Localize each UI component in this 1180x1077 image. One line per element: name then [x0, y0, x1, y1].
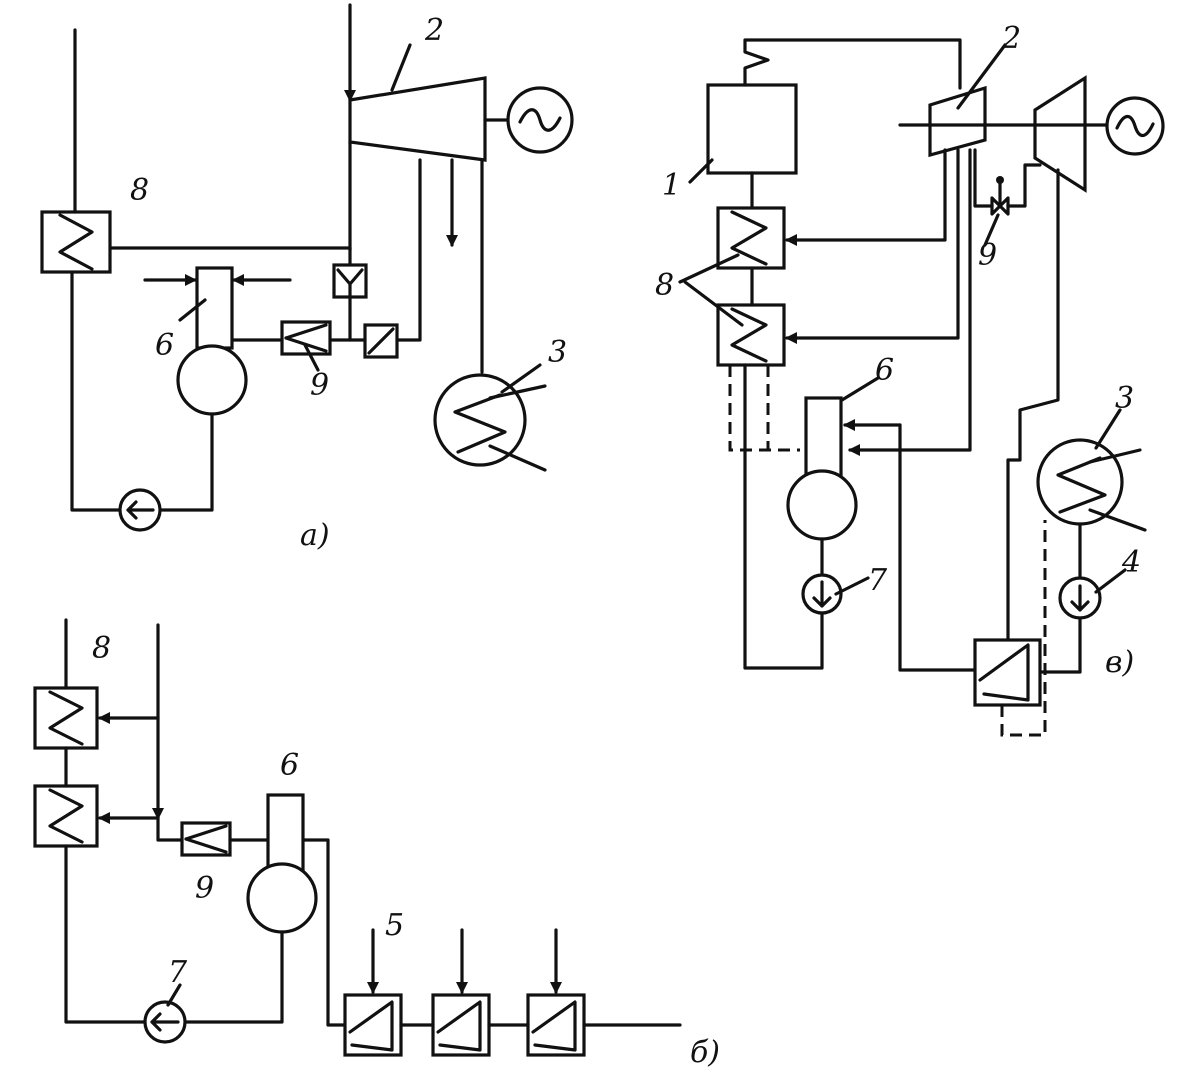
boiler-icon — [706, 83, 798, 175]
scheme-v: 1 2 8 9 6 7 3 4 в) — [655, 21, 1165, 737]
lp-heater-3-icon — [526, 993, 586, 1057]
leader-6a — [178, 298, 207, 322]
label-3-v: 3 — [1115, 381, 1134, 416]
leader-7v — [834, 576, 870, 596]
hp-heater-1-coil — [730, 210, 768, 266]
leader-3a — [500, 363, 542, 394]
label-2-v: 2 — [1001, 21, 1021, 56]
leader-8v-b — [683, 280, 744, 327]
scheme-b: 8 6 9 7 5 б) — [33, 618, 720, 1070]
pump-to-heater-line — [70, 270, 122, 512]
steam-to-reducer-b — [156, 816, 184, 842]
feed-line-v — [743, 363, 824, 670]
heater-a-coil — [58, 213, 94, 271]
turbine-a-icon — [348, 76, 487, 162]
label-8-v: 8 — [655, 268, 674, 303]
leader-2v — [956, 43, 1007, 110]
label-6-a: 6 — [155, 328, 174, 363]
feed-pump-a-icon — [118, 488, 162, 532]
drain-line-1 — [728, 365, 800, 452]
lp-heater-2-icon — [431, 993, 491, 1057]
label-8-a: 8 — [130, 173, 149, 208]
lp-heater-1-icon — [343, 993, 403, 1057]
caption-b: б) — [690, 1035, 720, 1070]
steam-main-v — [743, 38, 962, 90]
extraction-to-deaerator-v — [848, 148, 972, 456]
heater-b2-coil — [48, 788, 84, 844]
label-3-a: 3 — [548, 335, 567, 370]
feed-line-b — [183, 930, 284, 1024]
pump-to-cooler-line — [1038, 616, 1082, 674]
deaerator-to-lp-line — [301, 838, 347, 1027]
caption-v: в) — [1105, 645, 1134, 680]
caption-a: а) — [300, 518, 330, 553]
deaerator-column-v — [804, 396, 843, 480]
reducer-b-symbol — [184, 824, 228, 854]
label-7-v: 7 — [868, 563, 888, 598]
label-8-b: 8 — [92, 631, 111, 666]
generator-v-icon — [1105, 96, 1165, 156]
generator-a-icon — [506, 86, 574, 154]
cooler-drain-line — [1000, 520, 1047, 737]
leader-6v — [840, 376, 880, 402]
crossover-to-lp — [1006, 163, 1042, 208]
valve-v-icon — [990, 176, 1010, 216]
leader-9a — [303, 343, 320, 372]
condensate-return-line — [898, 423, 977, 672]
pump-to-heater-b — [64, 844, 147, 1024]
extraction-v-1 — [785, 148, 947, 246]
lp-turbine-icon — [1033, 75, 1087, 193]
feed-pump-b-icon — [143, 1000, 187, 1044]
label-9-a: 9 — [310, 368, 329, 403]
leader-4v — [1094, 568, 1127, 594]
deaerator-tank-v — [786, 469, 858, 541]
feed-line-a — [158, 412, 214, 512]
label-2-a: 2 — [424, 13, 444, 48]
condenser-a-icon — [433, 373, 547, 472]
leader-8v-a — [678, 253, 740, 284]
leader-7b — [166, 983, 182, 1007]
valve-symbol — [336, 268, 364, 298]
scheme-a: 2 8 6 9 3 а) — [40, 3, 574, 553]
leader-3v — [1094, 408, 1122, 450]
check-valve-symbol — [367, 327, 395, 355]
label-5-b: 5 — [385, 908, 404, 943]
label-1-v: 1 — [662, 168, 681, 203]
exhaust-line-v — [1006, 168, 1060, 672]
condenser-v-icon — [1036, 438, 1147, 532]
heater-b1-coil — [48, 690, 84, 746]
label-6-b: 6 — [280, 748, 299, 783]
label-9-b: 9 — [195, 871, 214, 906]
label-7-b: 7 — [168, 955, 188, 990]
extraction-v-2 — [785, 148, 960, 344]
extraction-line-2 — [395, 158, 422, 342]
hp-turbine-icon — [928, 85, 987, 158]
deaerator-tank-b — [246, 862, 318, 934]
leader-2a — [390, 43, 412, 92]
deaerator-tank-a — [176, 344, 248, 416]
label-4-v: 4 — [1121, 545, 1141, 580]
leader-9v — [983, 213, 1000, 247]
crossover-line — [973, 148, 994, 208]
deaerator-column-a — [195, 266, 234, 350]
gland-cooler-icon — [973, 638, 1042, 707]
label-6-v: 6 — [875, 353, 894, 388]
hp-heater-2-coil — [730, 307, 768, 363]
condensate-pump-icon — [1058, 576, 1102, 620]
leader-1v — [688, 158, 714, 184]
label-9-v: 9 — [978, 238, 997, 273]
